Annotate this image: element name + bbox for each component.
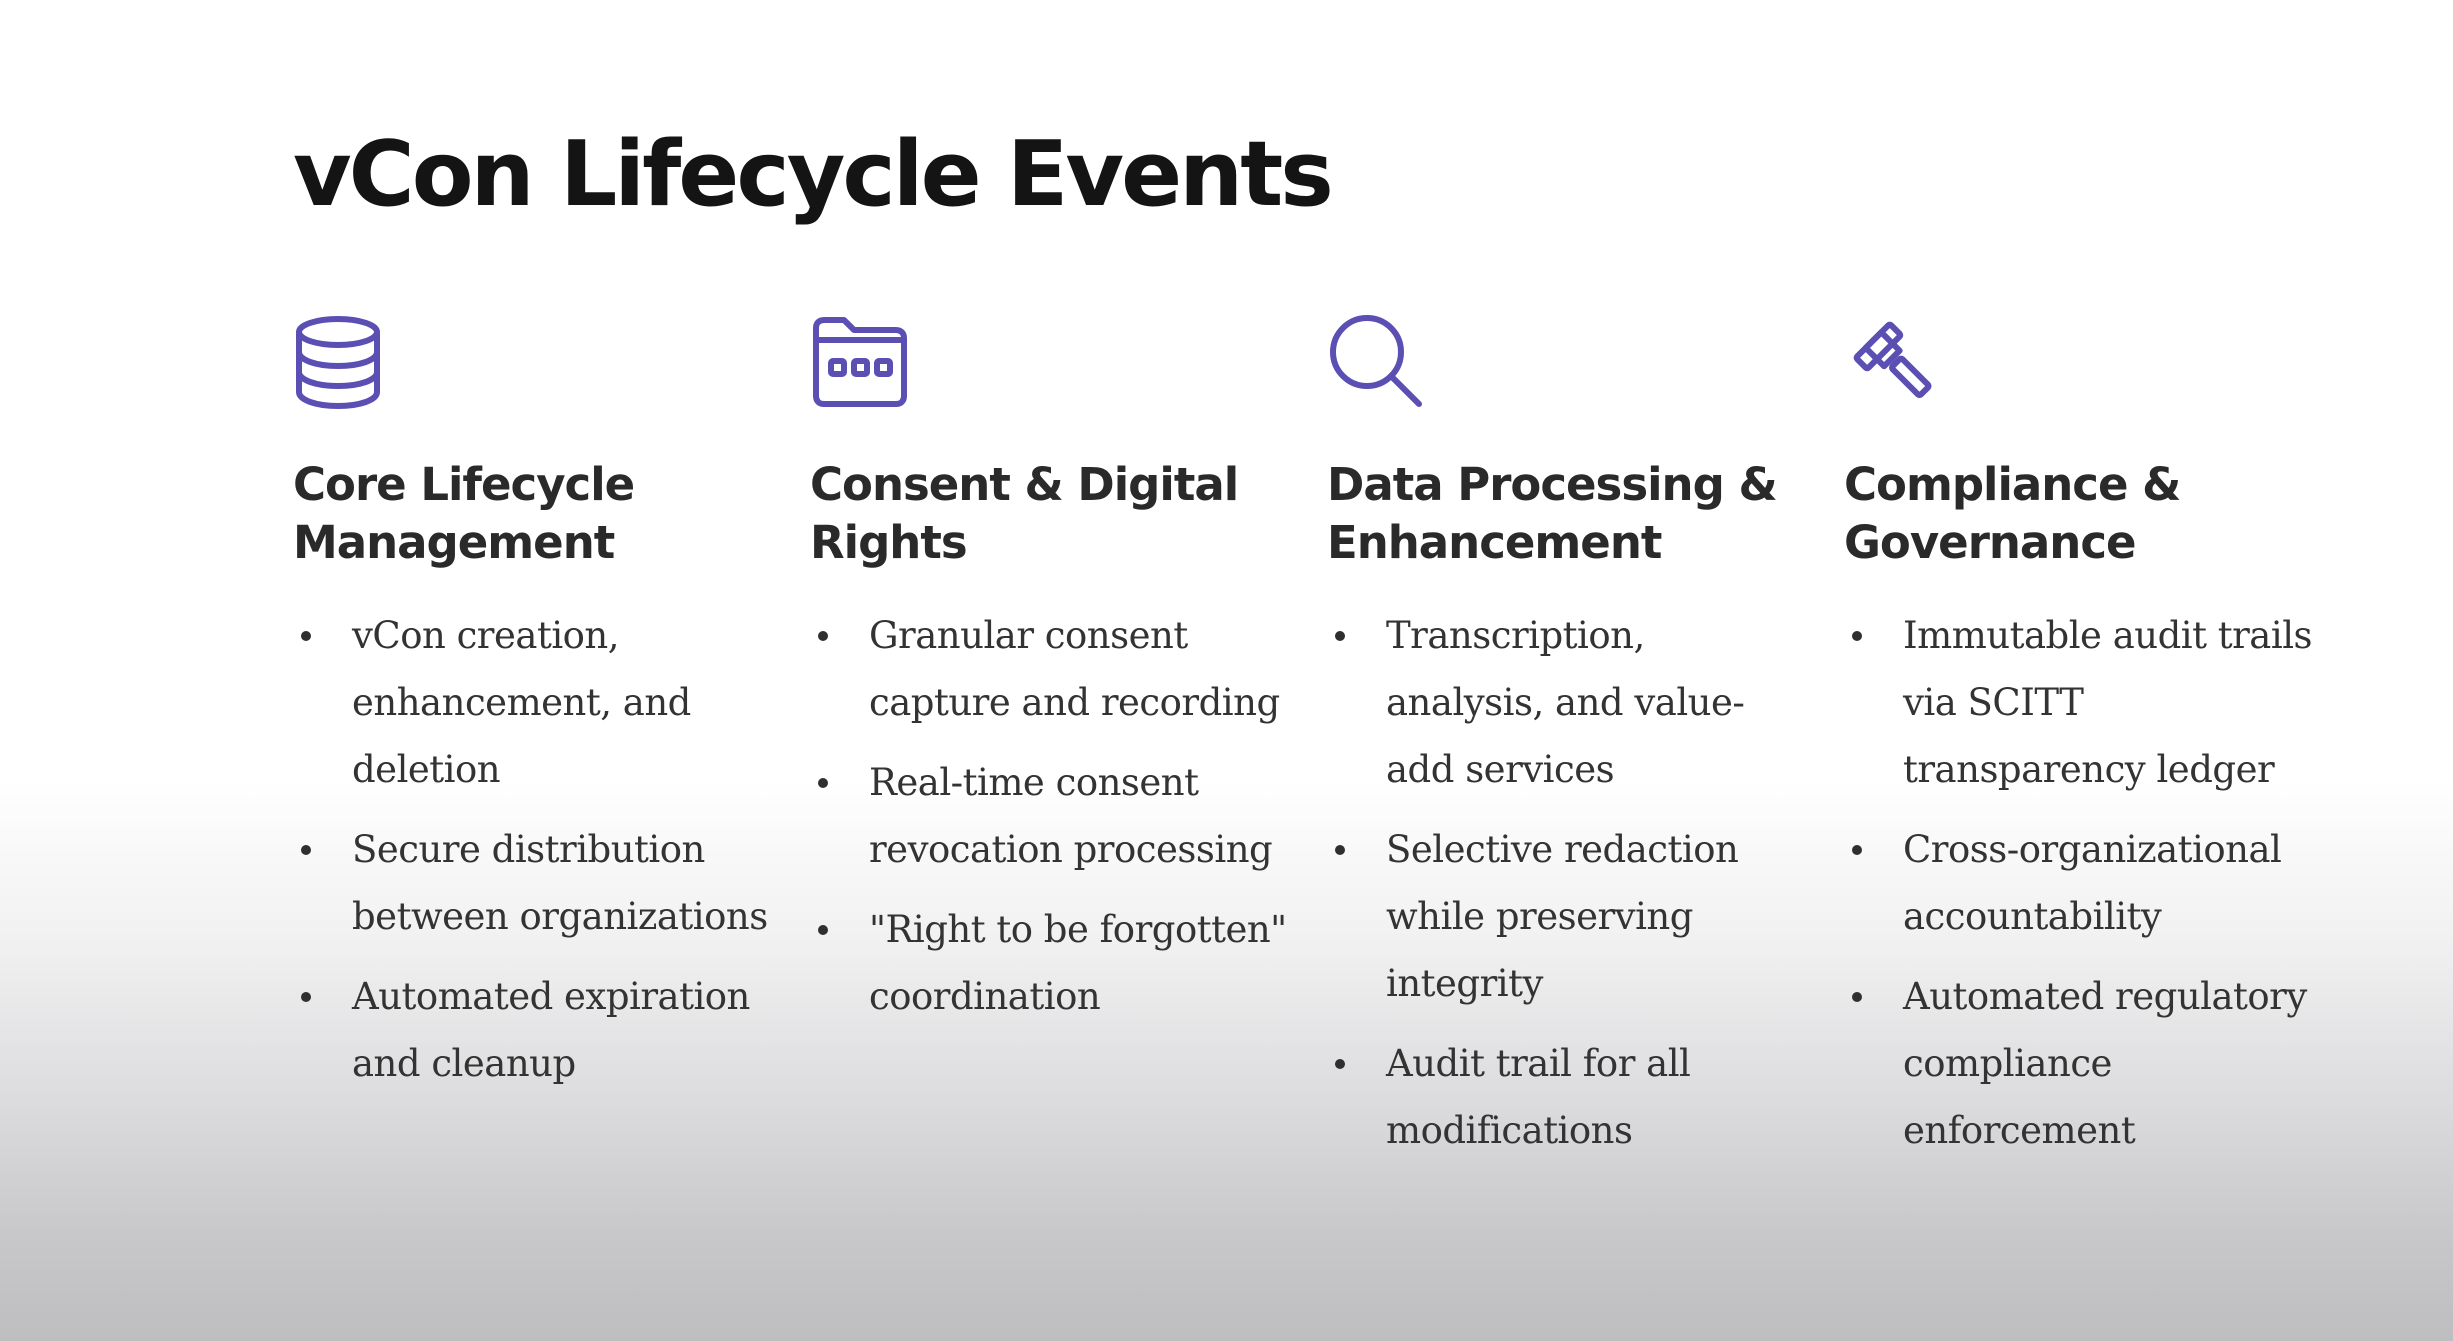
list-item: "Right to be forgotten" coordination: [810, 896, 1290, 1030]
column-heading: Core Lifecycle Management: [293, 458, 635, 569]
column-core-lifecycle: Core Lifecycle Management vCon creation,…: [293, 312, 773, 1110]
list-item: Audit trail for all modifications: [1327, 1030, 1807, 1164]
list-item: vCon creation, enhancement, and deletion: [293, 602, 773, 803]
bullet-list: vCon creation, enhancement, and deletion…: [293, 602, 773, 1097]
list-item: Real-time consent revocation processing: [810, 749, 1290, 883]
list-item: Cross-organizational accountability: [1844, 816, 2324, 950]
list-item: Transcription, analysis, and value-add s…: [1327, 602, 1807, 803]
slide-title: vCon Lifecycle Events: [293, 122, 1334, 227]
bullet-list: Immutable audit trails via SCITT transpa…: [1844, 602, 2324, 1164]
list-item: Automated regulatory compliance enforcem…: [1844, 963, 2324, 1164]
column-heading: Compliance & Governance: [1844, 458, 2181, 569]
list-item: Selective redaction while preserving int…: [1327, 816, 1807, 1017]
column-heading: Consent & Digital Rights: [810, 458, 1239, 569]
column-heading: Data Processing & Enhancement: [1327, 458, 1778, 569]
bullet-list: Transcription, analysis, and value-add s…: [1327, 602, 1807, 1164]
bullet-list: Granular consent capture and recording R…: [810, 602, 1290, 1030]
list-item: Secure distribution between organization…: [293, 816, 773, 950]
column-data-processing: Data Processing & Enhancement Transcript…: [1327, 312, 1807, 1177]
column-consent: Consent & Digital Rights Granular consen…: [810, 312, 1290, 1043]
database-icon: [293, 312, 393, 412]
lifecycle-columns: Core Lifecycle Management vCon creation,…: [293, 312, 2353, 1212]
search-icon: [1327, 312, 1427, 412]
list-item: Automated expiration and cleanup: [293, 963, 773, 1097]
column-compliance: Compliance & Governance Immutable audit …: [1844, 312, 2324, 1177]
list-item: Granular consent capture and recording: [810, 602, 1290, 736]
list-item: Immutable audit trails via SCITT transpa…: [1844, 602, 2324, 803]
gavel-icon: [1844, 312, 1944, 412]
folder-icon: [810, 312, 910, 412]
